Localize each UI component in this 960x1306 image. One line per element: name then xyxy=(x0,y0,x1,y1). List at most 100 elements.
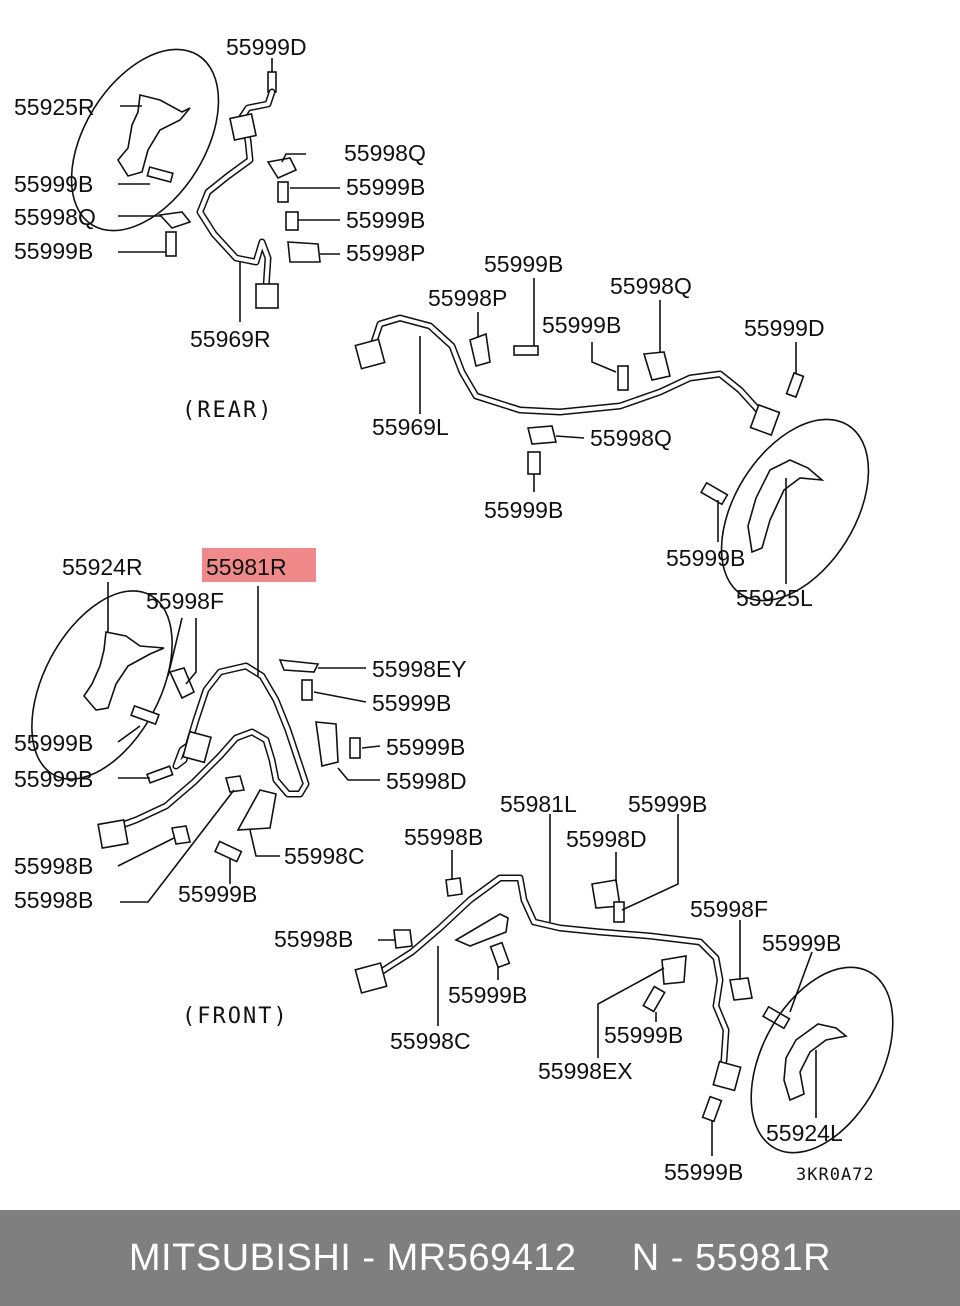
label-55924L: 55924L xyxy=(766,1120,843,1146)
clamp-icon xyxy=(445,877,463,897)
label-55999D-rear-left: 55999D xyxy=(744,315,825,341)
bolt-icon xyxy=(285,211,299,231)
label-55999B: 55999B xyxy=(14,171,93,197)
clamp-icon xyxy=(224,775,246,793)
label-55981R-highlighted: 55981R xyxy=(206,554,287,580)
bolt-icon xyxy=(349,737,361,759)
label-55998B: 55998B xyxy=(274,926,353,952)
label-55999B: 55999B xyxy=(628,791,707,817)
label-55999B: 55999B xyxy=(604,1022,683,1048)
rear-assembly: 55999D 55925R 55999B 55998Q 55999B 55998… xyxy=(14,34,870,611)
label-55998F: 55998F xyxy=(146,588,224,614)
bolt-icon xyxy=(701,1095,723,1123)
clamp-icon xyxy=(526,425,558,445)
connector-icon xyxy=(354,962,388,994)
sensor-head-icon xyxy=(749,403,781,437)
bolt-icon xyxy=(785,371,805,399)
sensor-head-icon xyxy=(182,730,212,764)
bracket-icon xyxy=(287,241,321,263)
label-55999B: 55999B xyxy=(14,238,93,264)
rear-right-backing-plate xyxy=(117,94,191,177)
bolt-icon xyxy=(213,840,243,863)
bracket-icon xyxy=(315,721,339,767)
bolt-icon xyxy=(762,1005,791,1030)
label-55998B: 55998B xyxy=(404,824,483,850)
clamp-icon xyxy=(393,929,413,949)
section-title-rear: (REAR) xyxy=(182,398,273,423)
label-55998C: 55998C xyxy=(284,843,365,869)
highlight-box-55981R xyxy=(202,548,316,582)
label-55925R: 55925R xyxy=(14,94,95,120)
bolt-icon xyxy=(527,451,541,475)
footer-part-number: MITSUBISHI - MR569412 N - 55981R xyxy=(128,1236,832,1279)
bracket-icon xyxy=(236,789,277,831)
label-55999B: 55999B xyxy=(346,207,425,233)
label-55998Q: 55998Q xyxy=(14,204,96,230)
front-leader-lines xyxy=(107,582,817,1156)
clip-icon xyxy=(469,332,491,368)
bolt-icon xyxy=(642,985,666,1013)
label-55999B: 55999B xyxy=(762,930,841,956)
sensor-head-icon xyxy=(229,113,257,141)
label-55998D: 55998D xyxy=(566,826,647,852)
label-55999B: 55999B xyxy=(666,545,745,571)
label-55969L: 55969L xyxy=(372,414,449,440)
bolt-icon xyxy=(130,704,160,726)
bolt-icon xyxy=(165,231,177,257)
clamp-icon xyxy=(729,977,753,1001)
label-55998Q: 55998Q xyxy=(610,273,692,299)
label-55999B: 55999B xyxy=(178,881,257,907)
front-left-brake-disc xyxy=(750,966,894,1154)
clamp-icon xyxy=(642,351,671,381)
label-55998B: 55998B xyxy=(14,853,93,879)
bolt-icon xyxy=(513,345,539,356)
front-assembly: 55924R 55981R 55998F 55998EY 55999B 5599… xyxy=(14,548,894,1185)
label-55998EY: 55998EY xyxy=(372,656,467,682)
rear-part-labels: 55999D 55925R 55999B 55998Q 55999B 55998… xyxy=(14,34,825,611)
rear-leader-lines xyxy=(118,58,797,584)
label-55969R: 55969R xyxy=(190,326,271,352)
label-55924R: 55924R xyxy=(62,554,143,580)
label-55925L: 55925L xyxy=(736,585,813,611)
front-right-sensor-wire-55981R xyxy=(110,662,310,832)
connector-icon xyxy=(97,818,129,850)
bolt-icon xyxy=(489,941,511,969)
front-left-backing-plate xyxy=(783,1023,848,1102)
label-55999B: 55999B xyxy=(372,690,451,716)
label-55998P: 55998P xyxy=(346,240,425,266)
label-55998C: 55998C xyxy=(390,1028,471,1054)
connector-icon xyxy=(354,338,386,370)
clamp-icon xyxy=(661,955,687,985)
label-55999B: 55999B xyxy=(346,174,425,200)
label-55998F: 55998F xyxy=(690,896,768,922)
clip-icon xyxy=(278,659,320,673)
clamp-icon xyxy=(158,211,192,229)
bolt-icon xyxy=(613,901,625,923)
label-55998B: 55998B xyxy=(14,887,93,913)
label-55999B: 55999B xyxy=(542,312,621,338)
rear-left-backing-plate xyxy=(747,459,825,554)
label-55999D-rear-right: 55999D xyxy=(226,34,307,60)
label-55999B: 55999B xyxy=(664,1159,743,1185)
bolt-icon xyxy=(301,679,313,701)
clamp-icon xyxy=(171,825,191,845)
label-55999B: 55999B xyxy=(14,766,93,792)
label-55999B: 55999B xyxy=(386,734,465,760)
bolt-icon xyxy=(700,481,729,506)
parts-diagram: 55999D 55925R 55999B 55998Q 55999B 55998… xyxy=(14,34,894,1185)
label-55999B: 55999B xyxy=(484,251,563,277)
front-part-labels: 55924R 55981R 55998F 55998EY 55999B 5599… xyxy=(14,554,843,1185)
clip-icon xyxy=(168,667,196,700)
front-right-backing-plate xyxy=(82,631,165,711)
label-55999B: 55999B xyxy=(484,497,563,523)
diagram-reference-code: 3KR0A72 xyxy=(796,1165,875,1185)
sensor-head-icon xyxy=(712,1060,742,1092)
label-55998Q: 55998Q xyxy=(344,140,426,166)
label-55999B: 55999B xyxy=(14,730,93,756)
label-55999B: 55999B xyxy=(448,982,527,1008)
label-55998P: 55998P xyxy=(428,285,507,311)
bolt-icon xyxy=(277,181,289,203)
rear-left-brake-disc xyxy=(720,418,870,602)
connector-icon xyxy=(255,283,279,309)
label-55998EX: 55998EX xyxy=(538,1058,633,1084)
